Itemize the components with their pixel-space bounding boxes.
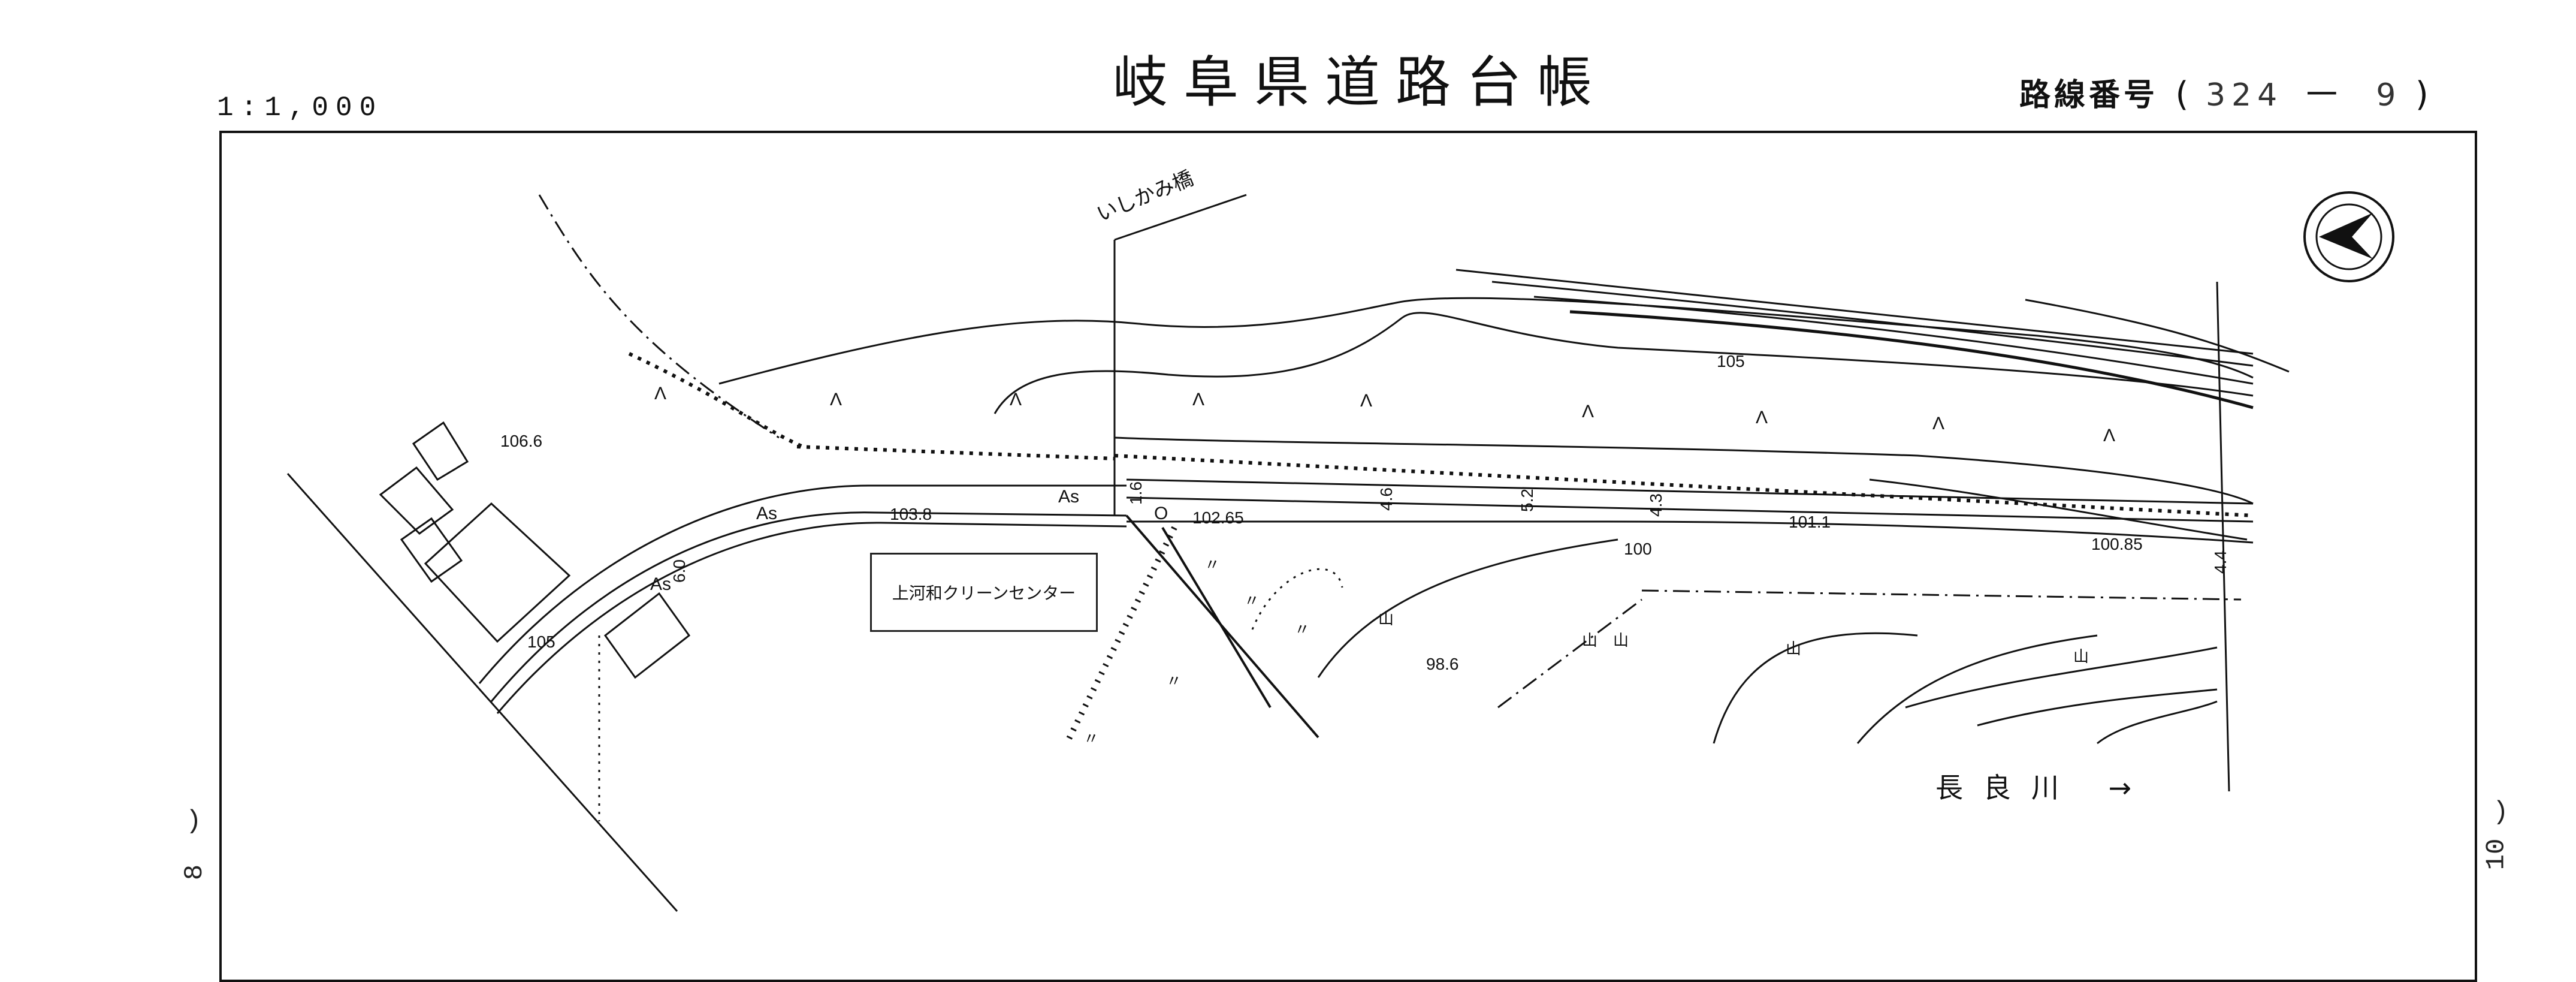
building (603, 592, 691, 679)
elevation-label: 101.1 (1789, 513, 1831, 531)
boundary-line (538, 194, 780, 439)
road-edge (1127, 520, 2254, 544)
field-symbol: 〃 (1166, 672, 1182, 690)
grass-symbol: Λ (1010, 390, 1022, 409)
route-close-paren: ) (2415, 75, 2429, 114)
river-bank (2097, 700, 2218, 745)
grass-symbol: Λ (2103, 426, 2116, 445)
elevation-label: 103.8 (890, 505, 932, 523)
contour-line (993, 312, 2254, 414)
pavement-label: As (1058, 487, 1080, 507)
elevation-label: 100.85 (2091, 535, 2143, 553)
contour-line (1869, 478, 2248, 541)
field-symbol: 〃 (1294, 620, 1310, 638)
route-dash: 一 (2306, 77, 2338, 113)
width-label: 4.6 (1377, 487, 1396, 511)
building (412, 421, 469, 481)
river-name: 長良川 (1935, 772, 2079, 804)
river-bank (1161, 526, 1272, 709)
building (424, 502, 571, 643)
width-label: 4.3 (1647, 493, 1665, 517)
road-edge (1126, 496, 2254, 523)
left-paren: ) (186, 806, 202, 836)
width-label: 4.4 (2211, 550, 2230, 574)
left-sheet-number: 8 (180, 864, 210, 881)
mountain-symbol: 山 (1378, 610, 1394, 628)
contour-line (1491, 281, 2254, 367)
road-edge (478, 484, 1127, 684)
route-number: 324 (2205, 77, 2284, 113)
elevation-label: 106.6 (500, 432, 543, 450)
road-edge (1126, 478, 2254, 505)
bridge-leader (1114, 194, 1247, 241)
mountain-symbol: 山 (1786, 640, 1802, 658)
pavement-label: As (650, 574, 672, 594)
width-label: 1.6 (1127, 481, 1145, 505)
boundary-line (1641, 589, 2242, 601)
route-sheet: 9 (2376, 77, 2399, 113)
map-scale: 1:1,000 (217, 92, 383, 123)
contour-label: 100 (1624, 540, 1652, 558)
contour-line (1114, 436, 2254, 505)
contour-line (2025, 299, 2290, 373)
parcel-line (286, 473, 678, 912)
river-flow-arrow: → (2108, 772, 2152, 804)
contour-line (1713, 632, 1918, 744)
field-symbol: 〃 (1204, 556, 1221, 574)
right-sheet-number: 10 (2481, 838, 2512, 870)
river-label: 長良川 → (1935, 766, 2152, 806)
mountain-symbol: 山 (2073, 647, 2089, 665)
building (379, 466, 454, 535)
grass-symbol: Λ (654, 384, 667, 403)
mountain-symbol: 山 (1613, 631, 1629, 649)
contour-line (1455, 269, 2254, 355)
building (400, 517, 463, 583)
facility-box: 上河和クリーンセンター (870, 553, 1098, 632)
pavement-label: As (756, 504, 778, 523)
elevation-label: 102.65 (1192, 508, 1244, 527)
elevation-label: 98.6 (1426, 655, 1459, 673)
embankment (1114, 454, 2254, 517)
contour-label: 105 (527, 632, 555, 651)
frame-cut (2216, 281, 2230, 792)
route-number-block: 路線番号 ( 324 一 9 ) (2019, 71, 2436, 119)
field-symbol: 〃 (1083, 730, 1100, 748)
river-bank (1977, 688, 2218, 727)
contour-label: 105 (1717, 352, 1745, 370)
road-map-drawing (286, 191, 2394, 912)
road-edge (496, 522, 1127, 714)
map-title: 岐阜県道路台帳 (1112, 50, 1608, 115)
survey-point: O (1154, 504, 1168, 523)
route-label: 路線番号 (2019, 77, 2159, 113)
contour-line (1317, 538, 1618, 678)
contour-line (718, 297, 2254, 385)
right-paren: ) (2493, 797, 2509, 827)
width-label: 5.2 (1518, 489, 1536, 512)
grass-symbol: Λ (830, 390, 842, 409)
mountain-symbol: 山 (1582, 631, 1598, 649)
boundary-line (1497, 598, 1642, 709)
contour-line-105 (1569, 310, 2254, 409)
river-bank (1905, 646, 2218, 709)
grass-symbol: Λ (1192, 390, 1205, 409)
grass-symbol: Λ (1756, 408, 1768, 427)
field-symbol: 〃 (1244, 592, 1260, 610)
embankment (796, 445, 1115, 460)
north-arrow-icon (2303, 191, 2394, 282)
contour-line (1533, 296, 2254, 385)
road-edge (490, 511, 1127, 702)
contour-line (1856, 634, 2098, 744)
grass-symbol: Λ (1582, 402, 1594, 421)
route-open-paren: ( (2175, 75, 2189, 114)
width-label: 6.0 (670, 559, 688, 583)
grass-symbol: Λ (1932, 414, 1945, 433)
grass-symbol: Λ (1360, 391, 1373, 411)
